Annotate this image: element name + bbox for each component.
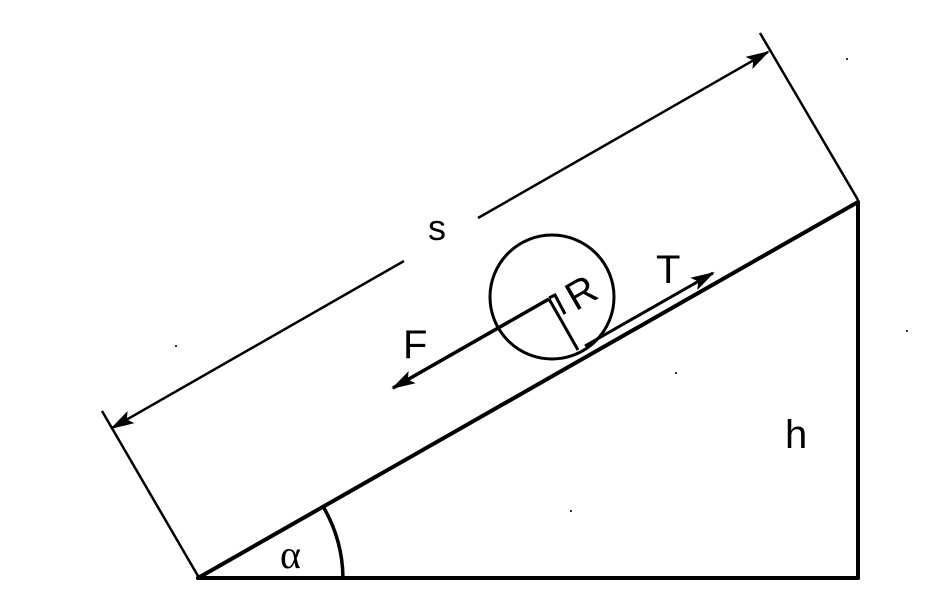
scan-speck bbox=[906, 330, 908, 332]
scan-speck bbox=[570, 510, 572, 512]
right-angle-corner bbox=[548, 293, 567, 315]
dimension-s bbox=[110, 50, 770, 430]
right-angle-marker bbox=[547, 298, 580, 351]
arrow-T bbox=[584, 271, 715, 348]
arrow-F bbox=[391, 297, 550, 390]
scan-speck bbox=[675, 372, 677, 374]
angle-alpha-arc bbox=[322, 507, 345, 579]
extension-line-right bbox=[758, 32, 860, 201]
extension-line-left bbox=[100, 410, 200, 577]
incline-hypotenuse bbox=[196, 200, 860, 580]
radius-R bbox=[547, 293, 580, 351]
scan-speck bbox=[175, 345, 177, 347]
label-alpha: α bbox=[280, 532, 301, 577]
dimension-s-left-segment bbox=[110, 259, 405, 430]
dimension-s-right-segment bbox=[477, 50, 770, 220]
label-F: F bbox=[403, 323, 428, 367]
label-s: s bbox=[428, 207, 446, 248]
incline-triangle bbox=[196, 200, 860, 580]
label-T: T bbox=[656, 248, 681, 292]
scan-speck bbox=[846, 58, 848, 60]
label-h: h bbox=[785, 413, 808, 457]
ball-circle bbox=[488, 233, 616, 361]
dimension-extension-lines bbox=[100, 32, 860, 577]
